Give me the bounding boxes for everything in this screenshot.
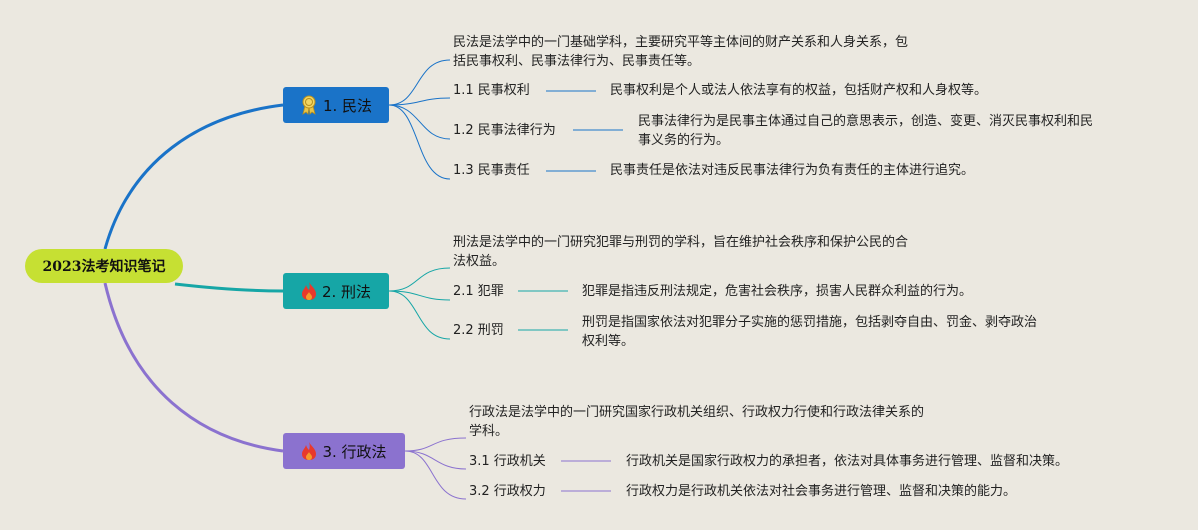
- crime-topic[interactable]: 2.1 犯罪: [453, 284, 504, 299]
- branch-civil-law[interactable]: 1. 民法: [283, 87, 389, 123]
- connector-central-branch1: [103, 103, 284, 250]
- administrative-organ-topic[interactable]: 3.1 行政机关: [469, 454, 546, 469]
- branch-administrative-law[interactable]: 3. 行政法: [283, 433, 405, 469]
- central-topic-label: 2023法考知识笔记: [42, 259, 166, 275]
- connector-b1-s2: [388, 104, 451, 140]
- branch-administrative-law-label: 3. 行政法: [322, 442, 387, 461]
- connector-central-branch3: [103, 282, 284, 453]
- connector-b3-summary: [404, 437, 467, 452]
- fire-icon: [301, 281, 317, 301]
- penalty-topic[interactable]: 2.2 刑罚: [453, 323, 504, 338]
- civil-legal-act-topic[interactable]: 1.2 民事法律行为: [453, 123, 556, 138]
- fire-icon: [301, 441, 317, 461]
- administrative-law-summary-line-1: 行政法是法学中的一门研究国家行政机关组织、行政权力行使和行政法律关系的: [469, 405, 925, 420]
- administrative-law-summary: 行政法是法学中的一门研究国家行政机关组织、行政权力行使和行政法律关系的 学科。: [469, 403, 924, 441]
- branch-criminal-law-label: 2. 刑法: [321, 282, 372, 301]
- penalty-desc-line-1: 刑罚是指国家依法对犯罪分子实施的惩罚措施，包括剥夺自由、罚金、剥夺政治: [582, 315, 1038, 330]
- connector-b1-s1: [388, 97, 451, 106]
- criminal-law-summary-line-2: 法权益。: [453, 254, 506, 269]
- branch-criminal-law[interactable]: 2. 刑法: [283, 273, 389, 309]
- administrative-organ-desc: 行政机关是国家行政权力的承担者，依法对具体事务进行管理、监督和决策。: [626, 454, 1069, 469]
- civil-legal-act-desc-line-1: 民事法律行为是民事主体通过自己的意思表示，创造、变更、消灭民事权利和民: [638, 114, 1094, 129]
- penalty-desc: 刑罚是指国家依法对犯罪分子实施的惩罚措施，包括剥夺自由、罚金、剥夺政治 权利等。: [582, 313, 1037, 351]
- civil-liability-desc: 民事责任是依法对违反民事法律行为负有责任的主体进行追究。: [610, 163, 975, 178]
- civil-legal-act-desc: 民事法律行为是民事主体通过自己的意思表示，创造、变更、消灭民事权利和民 事义务的…: [638, 112, 1093, 150]
- penalty-desc-line-2: 权利等。: [582, 334, 635, 349]
- civil-rights-topic[interactable]: 1.1 民事权利: [453, 83, 530, 98]
- connector-b2-s2: [388, 290, 451, 340]
- connector-b3-s2: [404, 450, 467, 500]
- criminal-law-summary: 刑法是法学中的一门研究犯罪与刑罚的学科，旨在维护社会秩序和保护公民的合 法权益。: [453, 233, 908, 271]
- connector-b1-summary: [388, 59, 451, 106]
- central-topic[interactable]: 2023法考知识笔记: [25, 249, 183, 283]
- crime-desc: 犯罪是指违反刑法规定，危害社会秩序，损害人民群众利益的行为。: [582, 284, 973, 299]
- civil-law-summary: 民法是法学中的一门基础学科，主要研究平等主体间的财产关系和人身关系，包 括民事权…: [453, 33, 908, 71]
- criminal-law-summary-line-1: 刑法是法学中的一门研究犯罪与刑罚的学科，旨在维护社会秩序和保护公民的合: [453, 235, 909, 250]
- administrative-law-summary-line-2: 学科。: [469, 424, 509, 439]
- administrative-power-topic[interactable]: 3.2 行政权力: [469, 484, 546, 499]
- administrative-power-desc: 行政权力是行政机关依法对社会事务进行管理、监督和决策的能力。: [626, 484, 1017, 499]
- civil-law-summary-line-2: 括民事权利、民事法律行为、民事责任等。: [453, 54, 701, 69]
- civil-law-summary-line-1: 民法是法学中的一门基础学科，主要研究平等主体间的财产关系和人身关系，包: [453, 35, 909, 50]
- connector-b3-s1: [404, 450, 467, 470]
- civil-rights-desc: 民事权利是个人或法人依法享有的权益，包括财产权和人身权等。: [610, 83, 988, 98]
- civil-liability-topic[interactable]: 1.3 民事责任: [453, 163, 530, 178]
- civil-legal-act-desc-line-2: 事义务的行为。: [638, 133, 730, 148]
- award-ribbon-icon: [300, 95, 318, 115]
- connector-central-branch2: [174, 282, 284, 293]
- connector-b2-summary: [388, 267, 451, 292]
- branch-civil-law-label: 1. 民法: [322, 96, 373, 115]
- connector-b2-s1: [388, 290, 451, 301]
- connector-b1-s3: [388, 104, 451, 180]
